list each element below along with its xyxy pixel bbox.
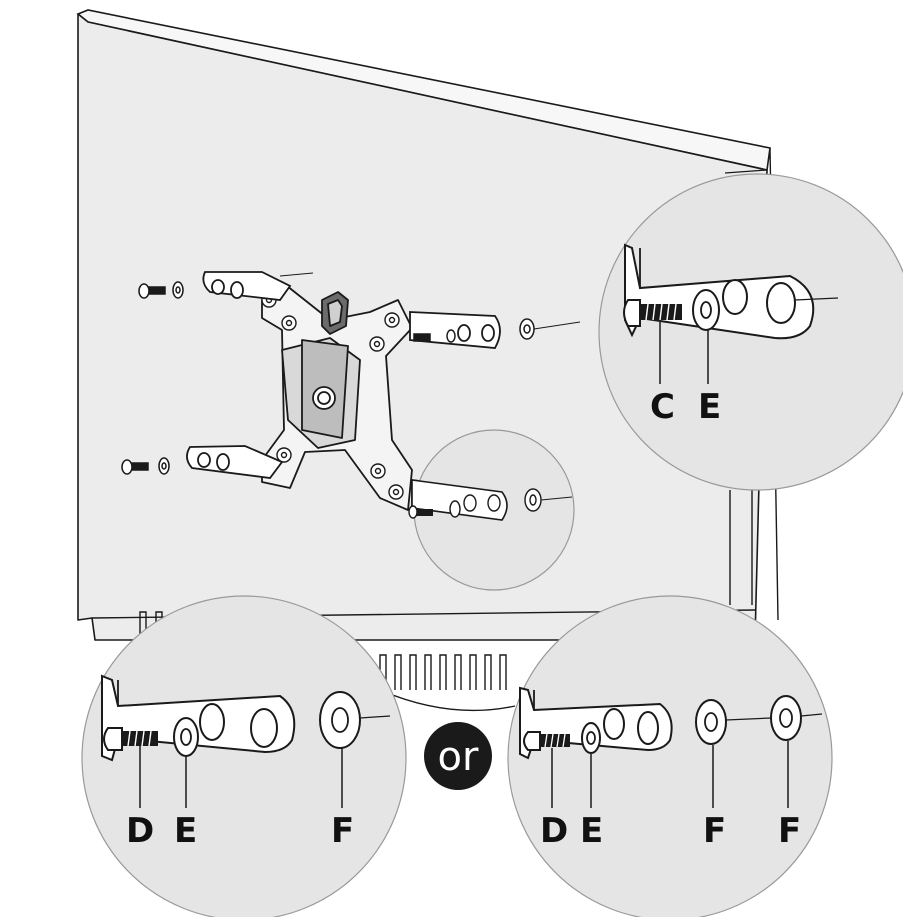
- callout-top-right: C E: [598, 173, 903, 491]
- label-spacer-f-second: F: [778, 811, 801, 851]
- label-washer-e: E: [698, 387, 721, 427]
- label-spacer-f-first: F: [703, 811, 726, 851]
- or-text: or: [438, 734, 479, 780]
- label-spacer-f: F: [331, 811, 354, 851]
- label-washer-e: E: [174, 811, 197, 851]
- callout-bottom-right: D E F F: [507, 595, 833, 921]
- label-screw-c: C: [650, 387, 675, 427]
- callout-bottom-left: D E F: [81, 595, 407, 921]
- vent-slots: [139, 611, 516, 712]
- label-screw-d: D: [540, 811, 568, 851]
- or-badge: or: [424, 722, 492, 790]
- label-washer-e: E: [580, 811, 603, 851]
- overview-hardware: [121, 272, 581, 475]
- label-screw-d: D: [126, 811, 154, 851]
- zoom-indicator-circle: [408, 429, 575, 591]
